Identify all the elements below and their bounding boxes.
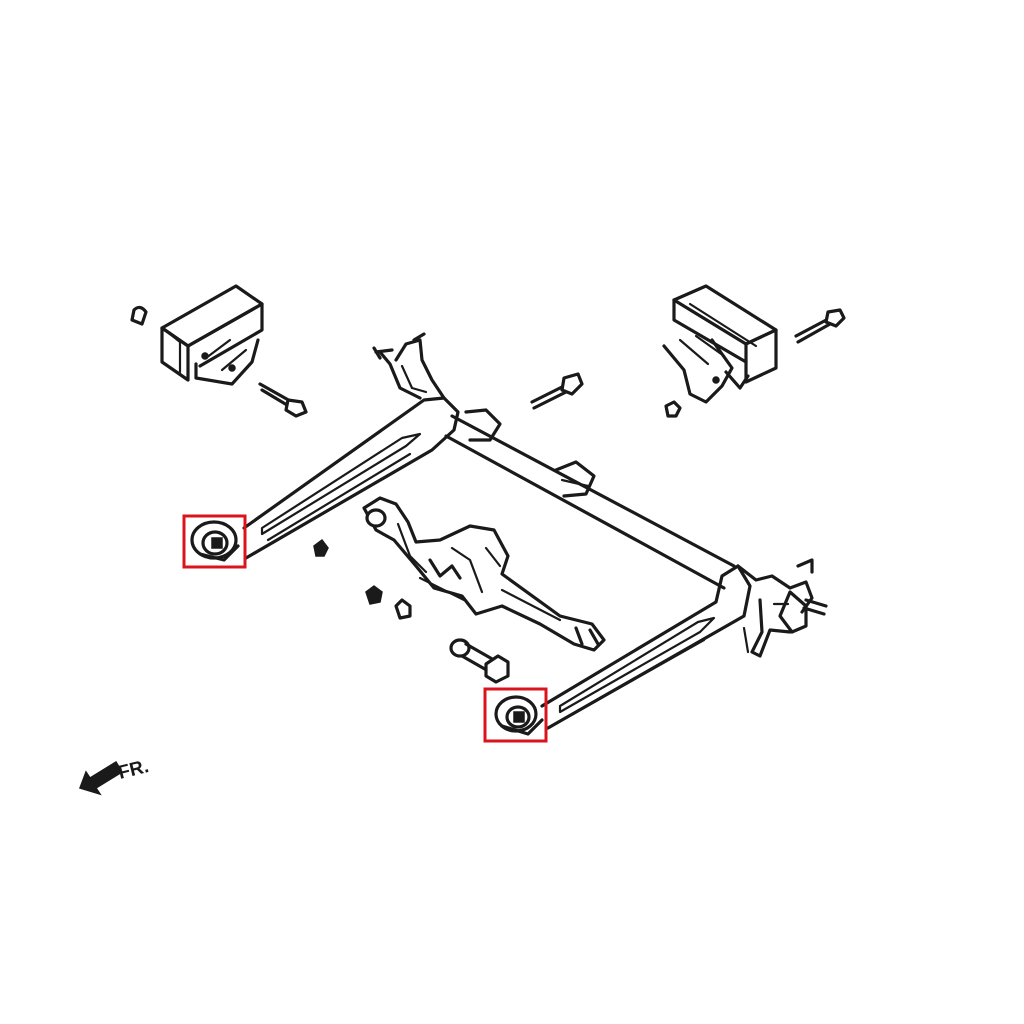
right-mount-nut	[664, 400, 682, 418]
right-bushing-highlight	[483, 687, 548, 743]
left-bushing	[190, 520, 240, 562]
right-chassis-rail	[662, 284, 778, 404]
bracket-nut-left	[365, 585, 383, 605]
bracket-nut-right	[394, 598, 412, 620]
front-direction-indicator: FR.	[79, 756, 151, 796]
left-chassis-rail	[160, 284, 264, 386]
right-trailing-arm	[540, 558, 828, 730]
left-down-arrow-icon	[79, 760, 124, 796]
lateral-link	[449, 638, 510, 684]
left-clip	[130, 305, 148, 326]
front-direction-label: FR.	[116, 756, 151, 784]
left-bushing-highlight	[182, 514, 247, 569]
right-mount-bolt	[794, 308, 846, 344]
bracket-nut-upper	[313, 538, 329, 557]
cross-beam	[444, 408, 736, 590]
center-mount-bolt	[530, 372, 584, 410]
right-bushing	[494, 695, 544, 736]
left-mount-bolt	[258, 382, 308, 418]
left-trailing-arm	[242, 332, 460, 560]
rear-support-bracket	[362, 496, 606, 652]
